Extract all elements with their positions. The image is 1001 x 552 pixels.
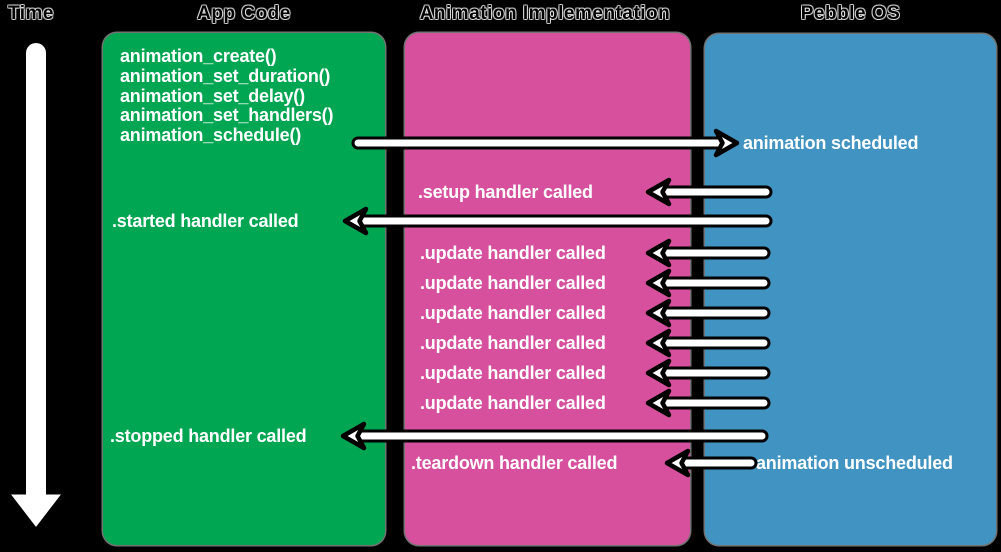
arrow-started-handler <box>342 206 773 236</box>
time-axis-label: Time <box>8 3 55 24</box>
started-handler-label: .started handler called <box>112 211 299 231</box>
animation-implementation-column-title: Animation Implementation <box>419 3 671 24</box>
arrow-update-handler-4 <box>645 328 771 358</box>
animation-scheduled-label: animation scheduled <box>743 133 919 153</box>
app-code-lane <box>103 33 385 545</box>
function-call: animation_set_duration() <box>120 65 331 86</box>
function-call: animation_schedule() <box>120 125 302 146</box>
update-handler-label: .update handler called <box>420 303 606 323</box>
arrow-teardown-handler <box>664 448 758 478</box>
function-call: animation_create() <box>120 46 277 66</box>
setup-handler-label: .setup handler called <box>418 182 593 202</box>
function-call: animation_set_handlers() <box>120 105 334 126</box>
arrow-update-handler-5 <box>645 358 771 388</box>
update-handler-label: .update handler called <box>420 273 606 293</box>
arrow-update-handler-6 <box>645 388 771 418</box>
arrow-stopped-handler <box>340 421 769 451</box>
update-handler-label: .update handler called <box>420 333 606 353</box>
app-code-column-title: App Code <box>197 3 291 24</box>
arrow-update-handler-1 <box>645 238 771 268</box>
animation-implementation-lane <box>405 33 690 545</box>
pebble-os-column-title: Pebble OS <box>800 3 901 24</box>
animation-unscheduled-label: animation unscheduled <box>756 453 953 473</box>
arrow-update-handler-2 <box>645 268 771 298</box>
teardown-handler-label: .teardown handler called <box>411 453 618 473</box>
update-handler-label: .update handler called <box>420 393 606 413</box>
arrow-update-handler-3 <box>645 298 771 328</box>
app-code-function-list: animation_create() animation_set_duratio… <box>120 46 334 146</box>
stopped-handler-label: .stopped handler called <box>110 426 307 446</box>
time-axis-arrow-icon <box>3 40 69 534</box>
arrow-animation-schedule <box>351 128 740 158</box>
update-handler-label: .update handler called <box>420 243 606 263</box>
arrow-setup-handler <box>645 177 773 207</box>
function-call: animation_set_delay() <box>120 85 305 106</box>
update-handler-label: .update handler called <box>420 363 606 383</box>
